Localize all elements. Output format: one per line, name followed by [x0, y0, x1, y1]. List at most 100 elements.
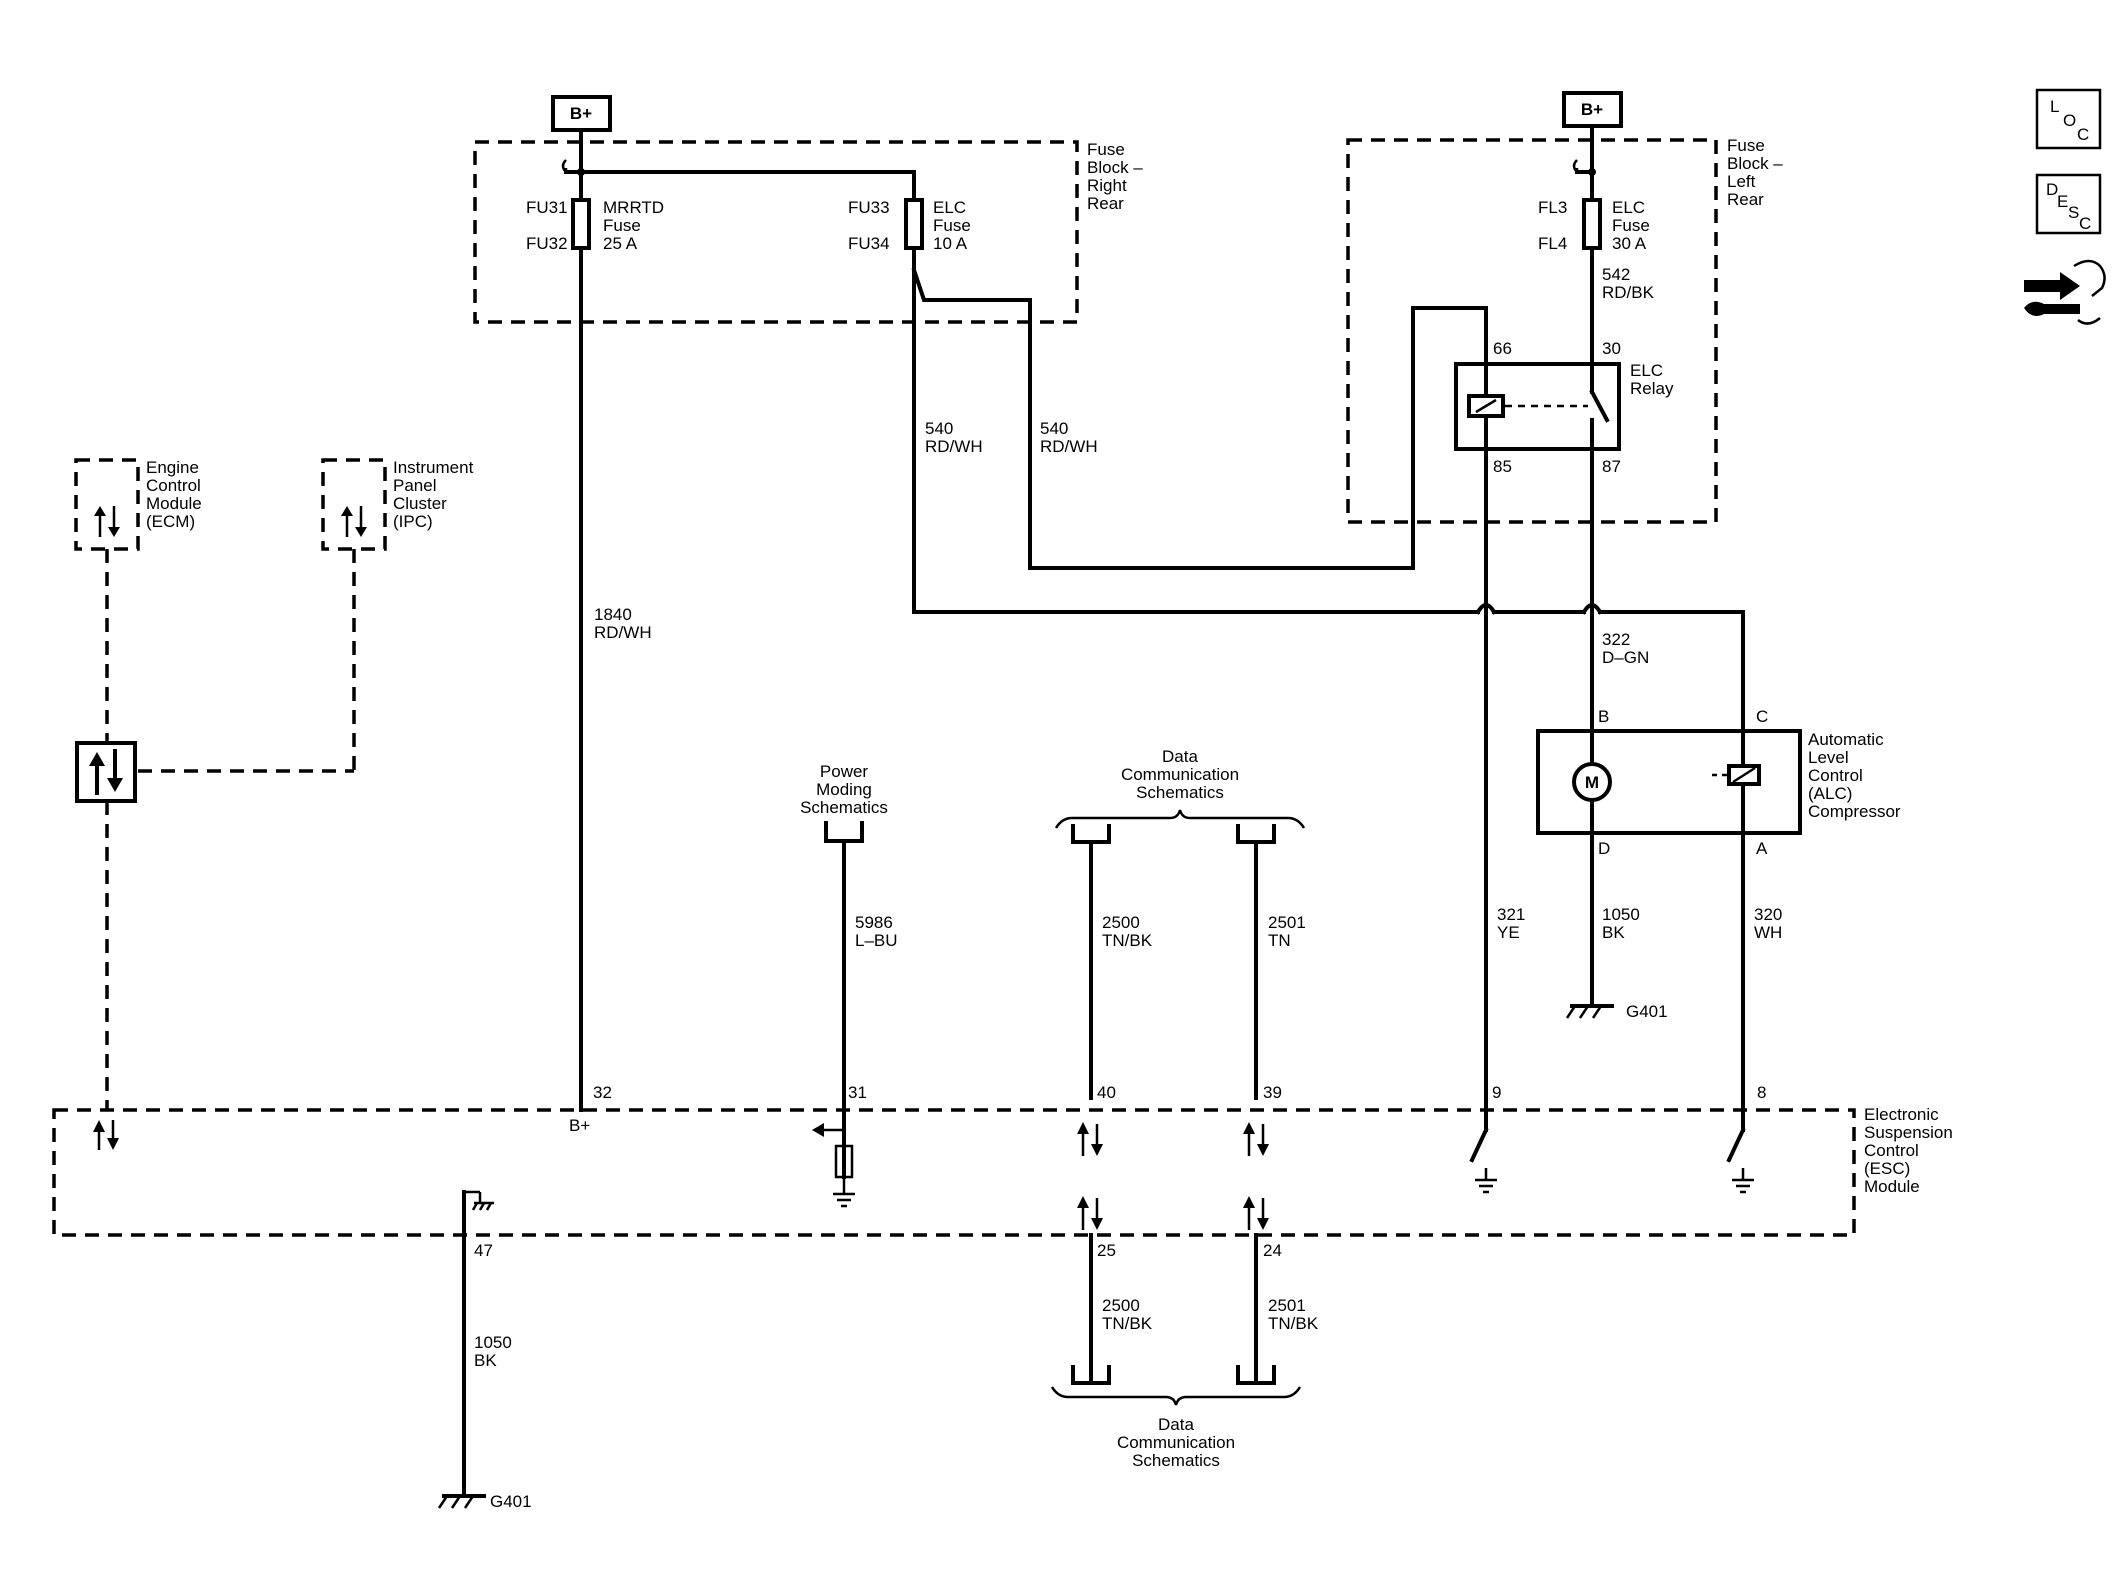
- ecm-name-1: Engine: [146, 458, 199, 477]
- ecm-name-2: Control: [146, 476, 201, 495]
- wire-5986-number: 5986: [855, 913, 893, 932]
- ground-g401-b-label: G401: [490, 1492, 532, 1511]
- wire-2501b-color: TN/BK: [1268, 1314, 1319, 1333]
- compressor-name-4: (ALC): [1808, 784, 1852, 803]
- wire-2501a-color: TN: [1268, 931, 1291, 950]
- esc-pin25-data-arrows-icon: [1077, 1196, 1103, 1230]
- wire-321-number: 321: [1497, 905, 1525, 924]
- fuse-block-left-rear-title: Fuse Block – Left Rear: [1727, 136, 1783, 209]
- wire-2500a-color: TN/BK: [1102, 931, 1153, 950]
- ipc-name-3: Cluster: [393, 494, 447, 513]
- data-comm-bottom-connector-2501[interactable]: [1236, 1365, 1276, 1385]
- elc-relay-name-2: Relay: [1630, 379, 1674, 398]
- fuse-block-left-rear[interactable]: [1346, 138, 1718, 524]
- elc-relay[interactable]: [1454, 362, 1621, 451]
- wire-2500b-color: TN/BK: [1102, 1314, 1153, 1333]
- esc-pin47-ground-icon: [464, 1190, 494, 1211]
- compressor-pin-d: D: [1598, 839, 1610, 858]
- location-icon[interactable]: L O C: [2035, 88, 2102, 150]
- wire-320-number: 320: [1754, 905, 1782, 924]
- fuse-mrrtd-icon[interactable]: [571, 198, 591, 250]
- ipc-name-4: (IPC): [393, 512, 433, 531]
- fbrr-title-1: Fuse: [1087, 140, 1125, 159]
- wire-320-color: WH: [1754, 923, 1782, 942]
- esc-pin-47: 47: [474, 1241, 493, 1260]
- fuse-block-right-rear[interactable]: [473, 140, 1079, 324]
- fuse-elc-rr-name-3: 10 A: [933, 234, 968, 253]
- data-comm-bottom-ref-3: Schematics: [1132, 1451, 1220, 1470]
- wire-2500b-number: 2500: [1102, 1296, 1140, 1315]
- fuse-elc-lr-name-2: Fuse: [1612, 216, 1650, 235]
- compressor-pin-c: C: [1756, 707, 1768, 726]
- ecm-module[interactable]: [74, 458, 140, 551]
- esc-pin39-data-arrows-icon: [1243, 1122, 1269, 1156]
- desc-letter-c: C: [2079, 214, 2091, 233]
- fuse-elc-lr-icon[interactable]: [1582, 198, 1602, 250]
- ecm-name-3: Module: [146, 494, 202, 513]
- relay-pin-66: 66: [1493, 339, 1512, 358]
- ipc-name-1: Instrument: [393, 458, 474, 477]
- fbrr-title-3: Right: [1087, 176, 1127, 195]
- compressor-name-5: Compressor: [1808, 802, 1901, 821]
- fbrr-title-2: Block –: [1087, 158, 1143, 177]
- power-moding-ref-2: Moding: [816, 780, 872, 799]
- loc-letter-c: C: [2077, 125, 2089, 144]
- data-comm-bottom-connector-2500[interactable]: [1071, 1365, 1111, 1385]
- wire-1050a-color: BK: [1602, 923, 1625, 942]
- power-moding-connector-icon[interactable]: [824, 821, 864, 843]
- battery-right-label: B+: [1581, 100, 1603, 119]
- esc-pin-9: 9: [1492, 1083, 1501, 1102]
- connector-wrench-icon[interactable]: [2024, 259, 2106, 325]
- fuse-mrrtd-name-3: 25 A: [603, 234, 638, 253]
- elc-relay-name-1: ELC: [1630, 361, 1663, 380]
- serial-data-splice-pack[interactable]: [75, 741, 137, 803]
- wire-1050b-number: 1050: [474, 1333, 512, 1352]
- fuse-elc-rr-icon[interactable]: [904, 198, 924, 250]
- data-comm-bottom-brace: [1050, 1386, 1302, 1406]
- fuse-elc-rr-ref-bottom: FU34: [848, 234, 890, 253]
- fuse-elc-lr-ref-bottom: FL4: [1538, 234, 1567, 253]
- fuse-elc-lr-name-1: ELC: [1612, 198, 1645, 217]
- esc-pin40-data-arrows-icon: [1077, 1122, 1103, 1156]
- relay-pin-30: 30: [1602, 339, 1621, 358]
- wire-1840-color: RD/WH: [594, 623, 652, 642]
- fuse-mrrtd-ref-top: FU31: [526, 198, 568, 217]
- esc-bplus-label: B+: [569, 1116, 590, 1135]
- fuse-elc-rr-name-1: ELC: [933, 198, 966, 217]
- data-comm-top-connector-2501[interactable]: [1236, 824, 1276, 844]
- fuse-block-right-rear-title: Fuse Block – Right Rear: [1087, 140, 1143, 213]
- esc-pin-8: 8: [1757, 1083, 1766, 1102]
- esc-pin-39: 39: [1263, 1083, 1282, 1102]
- esc-pin-25: 25: [1097, 1241, 1116, 1260]
- ipc-name-2: Panel: [393, 476, 436, 495]
- wire-2501b-number: 2501: [1268, 1296, 1306, 1315]
- fuse-elc-rr-name-2: Fuse: [933, 216, 971, 235]
- battery-left[interactable]: B+: [551, 95, 612, 132]
- ipc-module[interactable]: [321, 458, 387, 551]
- wire-322-number: 322: [1602, 630, 1630, 649]
- fuse-mrrtd-name-1: MRRTD: [603, 198, 664, 217]
- description-icon[interactable]: D E S C: [2035, 173, 2102, 235]
- wire-540-b[interactable]: [911, 267, 1415, 570]
- battery-right[interactable]: B+: [1562, 91, 1623, 128]
- ground-icon-g401-b: [437, 1494, 486, 1509]
- power-moding-ref-1: Power: [820, 762, 869, 781]
- ecm-name-4: (ECM): [146, 512, 195, 531]
- fblr-title-2: Block –: [1727, 154, 1783, 173]
- loc-letter-o: O: [2063, 111, 2076, 130]
- ground-icon-g401-a: [1565, 1004, 1614, 1019]
- esc-serial-data-arrows-icon: [93, 1120, 119, 1150]
- motor-label: M: [1585, 773, 1599, 792]
- esc-pin24-data-arrows-icon: [1243, 1196, 1269, 1230]
- esc-module[interactable]: [52, 1108, 1856, 1237]
- esc-name-3: Control: [1864, 1141, 1919, 1160]
- esc-pin-40: 40: [1097, 1083, 1116, 1102]
- fuse-elc-lr-ref-top: FL3: [1538, 198, 1567, 217]
- data-comm-top-connector-2500[interactable]: [1071, 824, 1111, 844]
- fuse-mrrtd-name-2: Fuse: [603, 216, 641, 235]
- loc-letter-l: L: [2050, 97, 2059, 116]
- wire-540a-color: RD/WH: [925, 437, 983, 456]
- splice-pack-arrows-icon: [89, 749, 123, 795]
- wire-1050a-number: 1050: [1602, 905, 1640, 924]
- alc-compressor[interactable]: [1536, 729, 1802, 835]
